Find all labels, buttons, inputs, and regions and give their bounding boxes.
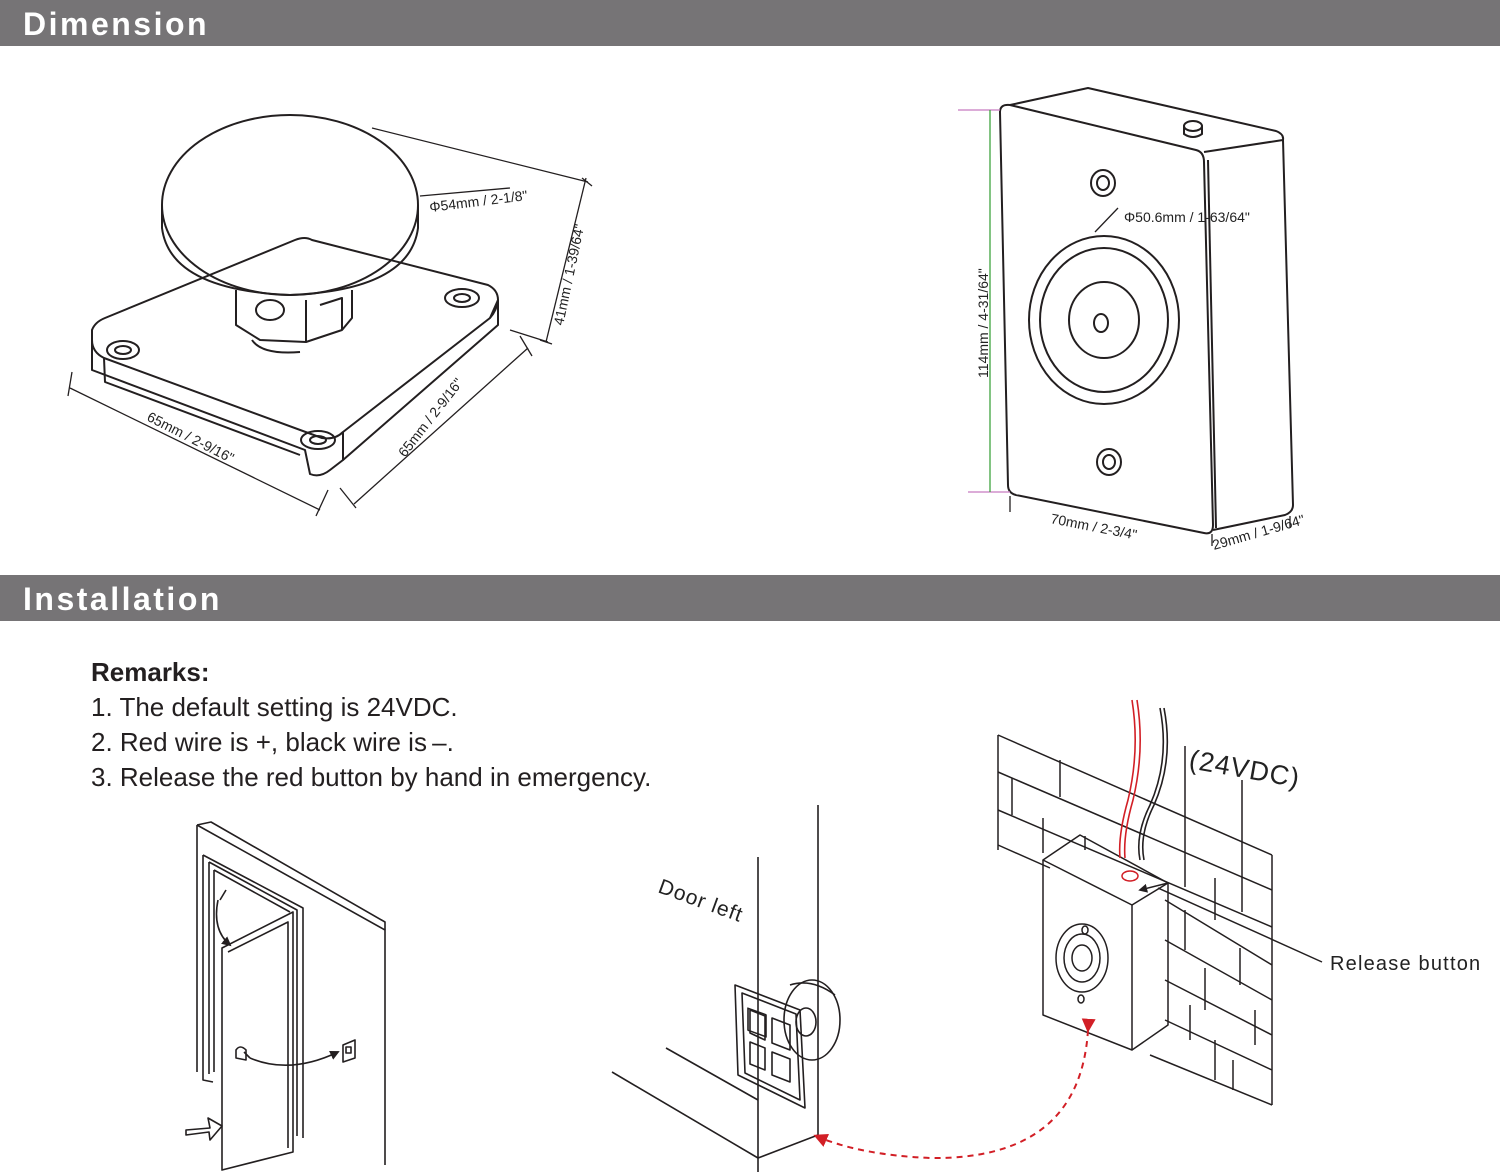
armature-width-left-label: 65mm / 2-9/16" [145, 408, 237, 466]
remarks-heading: Remarks: [91, 657, 210, 687]
door-illustration [185, 821, 386, 1171]
remarks-block: Remarks: 1. The default setting is 24VDC… [91, 655, 651, 795]
magnet-dimension-lines [958, 109, 1291, 546]
magnet-height-label: 114mm / 4-31/64" [975, 268, 991, 378]
magnet-diameter-label: Φ50.6mm / 1-63/64" [1124, 209, 1250, 225]
armature-dimension-lines [67, 127, 593, 517]
remark-item-1: 1. The default setting is 24VDC. [91, 692, 458, 722]
magnet-box-drawing [999, 87, 1294, 535]
dimension-section-bar: Dimension [0, 0, 1500, 46]
magnet-width-label: 70mm / 2-3/4" [1049, 510, 1138, 542]
wires [1118, 699, 1169, 861]
door-corner-illustration [611, 805, 841, 1172]
armature-width-right-label: 65mm / 2-9/16" [395, 375, 466, 460]
installation-section-title: Installation [23, 581, 222, 617]
release-button-label: Release button [1330, 953, 1481, 975]
remark-item-3: 3. Release the red button by hand in eme… [91, 762, 652, 792]
dimension-section-title: Dimension [23, 6, 210, 42]
armature-plate-drawing [91, 114, 499, 477]
installation-dashed-arrow [813, 1018, 1096, 1160]
armature-height-label: 41mm / 1-39/64" [550, 223, 587, 327]
voltage-label: (24VDC) [1187, 744, 1303, 793]
magnet-depth-label: 29mm / 1-9/64" [1210, 511, 1306, 553]
remark-item-2: 2. Red wire is +, black wire is –. [91, 727, 454, 757]
installation-section-bar: Installation [0, 575, 1500, 621]
door-left-label: Door left [655, 875, 746, 927]
